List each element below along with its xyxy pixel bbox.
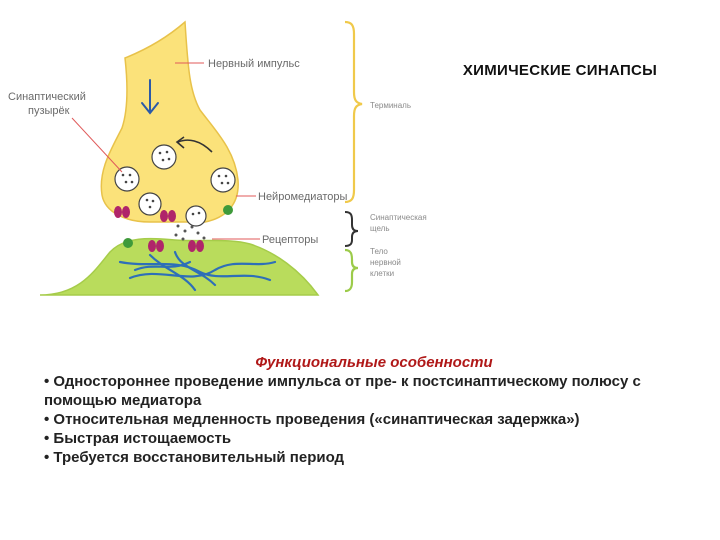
synapse-diagram: Нервный импульс Синаптический пузырёк Не… — [8, 20, 427, 296]
impulse-arrow — [141, 79, 159, 115]
green-markers — [123, 205, 233, 248]
feature-item: • Быстрая истощаемость — [44, 430, 232, 447]
label-body-2: нервной — [370, 258, 401, 267]
cell-brace — [344, 248, 359, 293]
label-receptors: Рецепторы — [262, 234, 318, 246]
features-title: Функциональные особенности — [255, 354, 493, 371]
terminal-brace — [344, 20, 363, 204]
leader-lines — [71, 62, 260, 240]
synaptic-vesicles — [114, 144, 236, 227]
label-body-1: Тело — [370, 247, 388, 256]
cleft-neurotransmitters — [174, 224, 206, 241]
receptors — [148, 240, 204, 252]
presynaptic-channels — [114, 206, 176, 222]
curved-arrow — [175, 136, 213, 153]
label-neurotransmitters: Нейромедиаторы — [258, 191, 347, 203]
label-vesicle-2: пузырёк — [28, 105, 70, 117]
label-nerve-impulse: Нервный импульс — [208, 58, 300, 70]
feature-item: • Относительная медленность проведения (… — [44, 411, 580, 428]
features-block: Функциональные особенности • Односторонн… — [44, 353, 704, 467]
vesicle-contents — [121, 150, 230, 216]
cleft-brace — [344, 211, 359, 247]
label-terminal: Терминаль — [370, 101, 411, 110]
feature-item: • Одностороннее проведение импульса от п… — [44, 373, 641, 409]
label-vesicle-1: Синаптический — [8, 91, 86, 103]
label-cleft-2: щель — [370, 224, 390, 233]
slide-title: ХИМИЧЕСКИЕ СИНАПСЫ — [462, 62, 658, 79]
feature-item: • Требуется восстановительный период — [44, 449, 345, 466]
presynaptic-terminal — [100, 20, 239, 223]
nerve-fibers — [118, 250, 277, 292]
label-body-3: клетки — [370, 269, 394, 278]
label-cleft-1: Синаптическая — [370, 213, 427, 222]
